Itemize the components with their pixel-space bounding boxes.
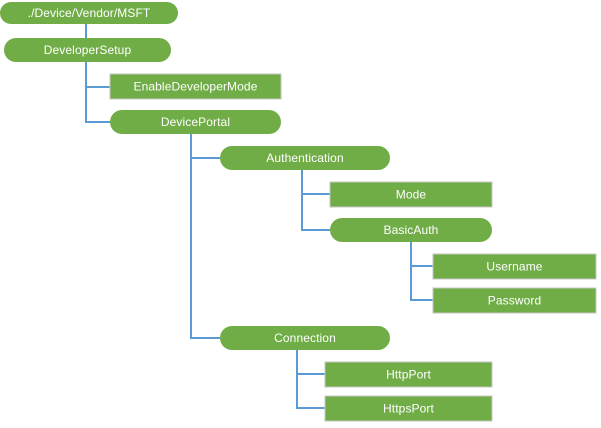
connector-authentication-to-basicauth [301,170,330,231]
connector-developersetup-to-deviceportal [85,62,110,123]
node-label-connection: Connection [274,331,336,345]
node-shape-basicauth [330,218,492,242]
node-label-root: ./Device/Vendor/MSFT [28,6,151,20]
node-shape-developersetup [4,38,171,62]
tree-node-developersetup[interactable]: DeveloperSetup [4,38,171,62]
node-shape-deviceportal [110,110,281,134]
tree-node-password[interactable]: Password [432,287,597,314]
node-label-httpsport: HttpsPort [383,402,434,416]
node-label-enabledevelopermode: EnableDeveloperMode [134,80,258,94]
connector-layer [85,24,433,409]
node-shape-httpport [324,361,493,388]
node-label-httpport: HttpPort [386,368,431,382]
tree-node-mode[interactable]: Mode [329,181,493,208]
connector-developersetup-to-enabledevelopermode [85,62,110,88]
node-shape-connection [220,326,390,350]
node-label-deviceportal: DevicePortal [161,115,230,129]
tree-node-httpsport[interactable]: HttpsPort [324,395,493,422]
node-label-mode: Mode [396,188,427,202]
node-label-basicauth: BasicAuth [384,223,439,237]
tree-node-basicauth[interactable]: BasicAuth [330,218,492,242]
node-shape-password [432,287,597,314]
tree-node-connection[interactable]: Connection [220,326,390,350]
tree-node-authentication[interactable]: Authentication [220,146,390,170]
tree-node-deviceportal[interactable]: DevicePortal [110,110,281,134]
connector-deviceportal-to-connection [190,134,220,339]
tree-node-httpport[interactable]: HttpPort [324,361,493,388]
connector-deviceportal-to-authentication [190,134,220,159]
connector-authentication-to-mode [301,170,330,195]
node-shape-authentication [220,146,390,170]
node-shape-enabledevelopermode [109,73,282,100]
tree-node-root[interactable]: ./Device/Vendor/MSFT [0,2,178,24]
tree-node-username[interactable]: Username [432,253,597,280]
node-shape-mode [329,181,493,208]
connector-connection-to-httpsport [296,350,325,409]
connector-basicauth-to-username [410,242,433,267]
node-shape-username [432,253,597,280]
node-label-password: Password [488,294,542,308]
node-label-authentication: Authentication [266,151,343,165]
connector-connection-to-httpport [296,350,325,375]
tree-node-enabledevelopermode[interactable]: EnableDeveloperMode [109,73,282,100]
connector-basicauth-to-password [410,242,433,301]
node-label-developersetup: DeveloperSetup [44,43,132,57]
node-shape-httpsport [324,395,493,422]
node-shape-root [0,2,178,24]
node-label-username: Username [486,260,542,274]
node-layer: ./Device/Vendor/MSFT DeveloperSetupEnable… [0,2,597,422]
